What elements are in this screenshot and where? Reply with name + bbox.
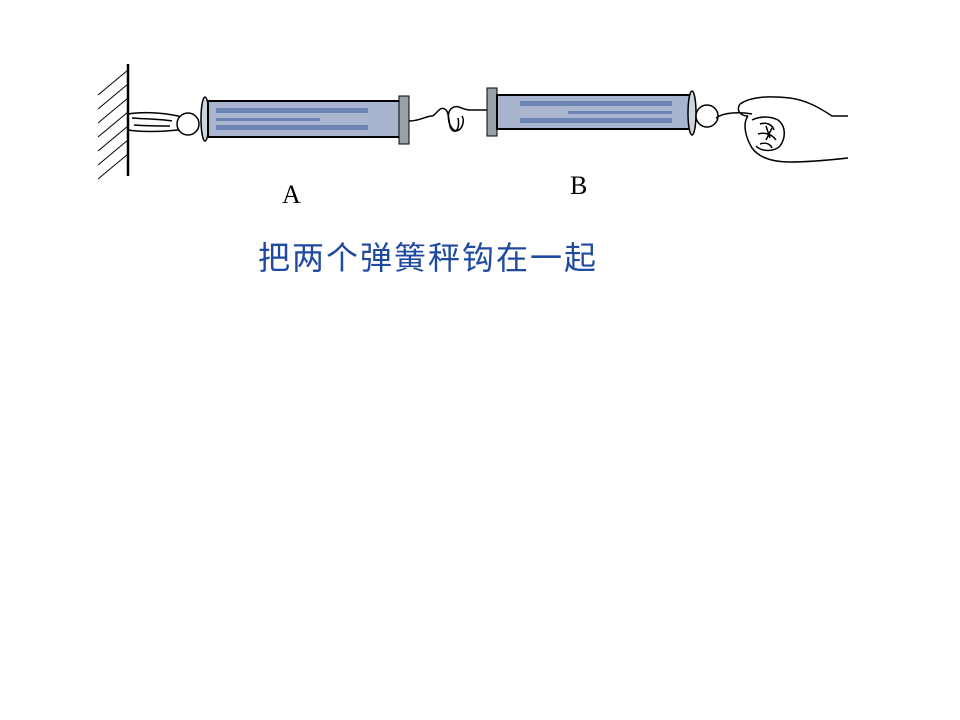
- spring-scale-b: [486, 87, 697, 137]
- spring-a-label: A: [282, 180, 301, 209]
- linked-hooks: [408, 105, 488, 132]
- spring-scale-a: [200, 95, 410, 145]
- hand-icon: [715, 96, 849, 163]
- hook-ring-icon: [695, 104, 719, 128]
- wall-hatch-icon: [97, 64, 130, 180]
- hook-ring-icon: [176, 112, 200, 136]
- finger-icon: [127, 111, 185, 133]
- spring-b-label: B: [570, 171, 588, 200]
- caption: 把两个弹簧秤钩在一起: [258, 239, 599, 277]
